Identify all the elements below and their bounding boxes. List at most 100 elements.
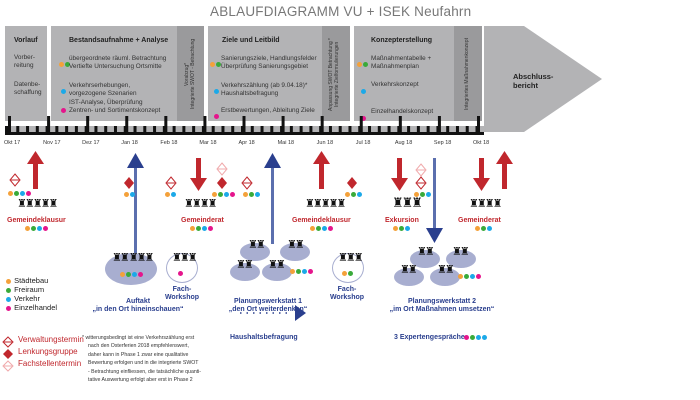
topic-dots (345, 192, 363, 198)
timeline-week (87, 126, 95, 132)
einzelhandel-dot-icon (361, 116, 366, 122)
people-group-icon: ♜♜ (287, 239, 305, 251)
event-gemeindeklausur: Gemeindeklausur (7, 217, 66, 224)
timeline-week (331, 126, 339, 132)
people-group-icon: ♜♜ (417, 246, 435, 258)
topic-dots (178, 271, 184, 277)
phase-massnahmenkonzept: Integriertes Maßnahmenkonzept (454, 26, 482, 121)
legend-staedtebau: Städtebau (6, 276, 48, 285)
timeline-week (38, 126, 46, 132)
diamond-outline-icon (2, 336, 14, 348)
diamond-outline-icon (165, 176, 177, 190)
people-group-icon: ♜♜ (452, 246, 470, 258)
staedtebau-dot-icon (210, 62, 215, 68)
timeline-week (107, 126, 114, 132)
topic-dots (25, 226, 49, 232)
timeline-month-tick (398, 116, 402, 135)
month-label: Mar 18 (199, 140, 217, 146)
freiraum-dot-icon (65, 62, 70, 68)
topic-dots (458, 274, 482, 280)
people-group-icon: ♜♜ (248, 239, 266, 251)
timeline-week (116, 126, 124, 132)
legend-einzelhandel: Einzelhandel (6, 303, 57, 312)
topic-dots (190, 226, 214, 232)
fachworkshop-ellipse (332, 253, 364, 283)
timeline-week (214, 126, 222, 132)
people-group-icon: ♜♜ (400, 264, 418, 276)
vertical-label: Vorabzug* Integrierte SWOT - Betrachtung (184, 38, 196, 110)
timeline-month-tick (437, 116, 441, 135)
freiraum-dot-icon (363, 62, 368, 68)
topic-dots (393, 226, 411, 232)
planungswerkstatt-ellipse (446, 250, 476, 268)
verkehr-dot-icon (61, 89, 66, 95)
planungswerkstatt-ellipse (240, 243, 270, 261)
month-label: Feb 18 (160, 140, 178, 146)
abschluss-shape (484, 26, 602, 132)
timeline-week (97, 126, 105, 132)
event-expertengespraeche: 3 Expertengespräche (394, 334, 465, 341)
diamond-outline-icon (9, 173, 21, 187)
topic-dots (414, 192, 432, 198)
diamond-filled-icon (3, 349, 13, 359)
legend-verkehr: Verkehr (6, 294, 40, 303)
event-fachworkshop: Fach- Workshop (164, 286, 200, 301)
haushaltsbefragung-arrow (240, 305, 306, 321)
timeline-month-tick (281, 116, 285, 135)
timeline-week (273, 126, 281, 132)
month-label: Jun 18 (316, 140, 334, 146)
planungswerkstatt-ellipse (230, 263, 260, 281)
auftakt-ellipse (105, 253, 157, 285)
timeline-week (400, 126, 408, 132)
event-fachworkshop: Fach- Workshop (329, 286, 365, 301)
timeline-week (351, 126, 359, 132)
month-label: Jul 18 (355, 140, 371, 146)
event-planungswerkstatt-1: Planungswerkstatt 1 „den Ort weiterdenke… (228, 298, 308, 313)
phase-swot-anpassung: Anpassung SWOT Betrachtung * Integrierte… (322, 26, 350, 121)
timeline-week (341, 126, 349, 132)
timeline-week (458, 126, 466, 132)
timeline-week (390, 126, 398, 132)
event-planungswerkstatt-2: Planungswerkstatt 2 „im Ort Maßnahmen um… (389, 298, 495, 313)
timeline-week (283, 126, 290, 132)
blue-down-arrow (426, 158, 443, 243)
timeline-week (312, 126, 320, 132)
timeline-month-tick (8, 116, 11, 135)
phase-item: Maßnahmentabelle +Maßnahmenplan (371, 55, 432, 70)
timeline-month-tick (359, 116, 363, 135)
phase-title: Vorlauf (14, 37, 38, 44)
timeline-month-tick (242, 116, 246, 135)
legend-verwaltungstermin: Verwaltungstermin (18, 335, 84, 344)
people-group-icon: ♜♜♜ (172, 252, 198, 264)
abschluss-label: Abschluss- bericht (513, 72, 554, 90)
legend-lenkungsgruppe: Lenkungsgruppe (18, 347, 78, 356)
topic-dots (8, 191, 32, 197)
blue-up-arrow (127, 153, 144, 267)
planungswerkstatt-ellipse (410, 250, 440, 268)
timeline-week (146, 126, 154, 132)
event-haushaltsbefragung: Haushaltsbefragung (230, 334, 298, 341)
month-label: Mai 18 (277, 140, 295, 146)
topic-dots (212, 192, 236, 198)
people-group-icon: ♜♜ ♜♜♜ (112, 252, 154, 264)
red-down-arrow (473, 158, 490, 191)
legend-fachstellentermin: Fachstellentermin (18, 359, 82, 368)
timeline-month-tick (320, 116, 324, 135)
timeline-week (29, 126, 36, 132)
legend-meeting-icons (2, 336, 14, 372)
timeline-week (9, 126, 17, 132)
diamond-light-icon (216, 162, 228, 176)
timeline-month-tick (477, 116, 480, 135)
topic-dots (243, 192, 261, 198)
red-down-arrow (190, 158, 207, 191)
month-label: Okt 18 (473, 140, 490, 146)
diamond-light-icon (415, 163, 427, 177)
people-group-icon: ♜♜ (268, 259, 286, 271)
timeline-week (371, 126, 378, 132)
abschluss-arrow (484, 26, 602, 132)
timeline-week (244, 126, 251, 132)
month-label: Jan 18 (121, 140, 138, 146)
timeline-month-tick (203, 116, 207, 135)
red-down-arrow (391, 158, 408, 191)
timeline-week (419, 126, 427, 132)
